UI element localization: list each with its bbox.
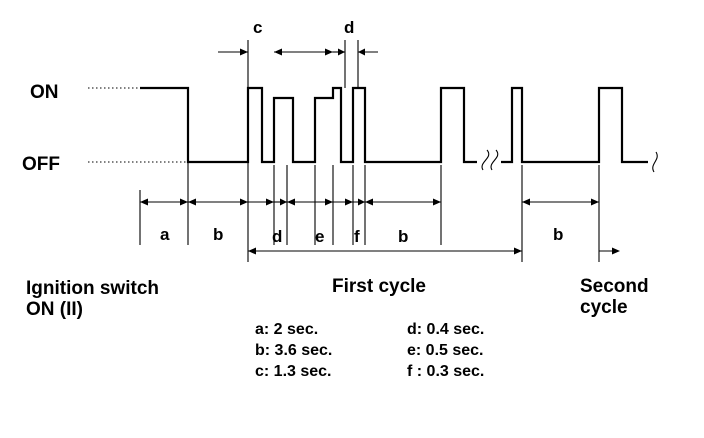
signal-waveform [140,86,477,164]
first-cycle-span [248,247,522,255]
state-label-on: ON [30,82,59,103]
legend-f: f : 0.3 sec. [407,363,484,380]
legend-d: d: 0.4 sec. [407,321,484,338]
segment-label-b-third: b [553,225,563,244]
segment-arrows [140,198,599,206]
duration-legend: a: 2 sec. b: 3.6 sec. c: 1.3 sec. d: 0.4… [255,321,484,380]
segment-label-f: f [354,227,360,246]
legend-a: a: 2 sec. [255,321,318,338]
segment-label-d-bottom: d [272,227,282,246]
end-break-symbol [652,151,658,173]
segment-label-c: c [253,18,262,37]
second-cycle-label-line1: Second [580,276,649,297]
legend-b: b: 3.6 sec. [255,342,332,359]
dimension-d [333,48,378,56]
reference-lines [139,40,600,262]
dimension-c [218,48,333,56]
state-label-off: OFF [22,154,60,175]
segment-label-d-top: d [344,18,354,37]
ignition-label-line2: ON (II) [26,299,83,320]
first-cycle-label: First cycle [332,276,426,297]
second-cycle-label-line2: cycle [580,297,628,318]
segment-label-b-second: b [398,227,408,246]
legend-c: c: 1.3 sec. [255,363,332,380]
segment-label-b-first: b [213,225,223,244]
legend-e: e: 0.5 sec. [407,342,484,359]
signal-waveform-continued [501,86,648,164]
segment-label-a: a [160,225,170,244]
second-cycle-start [599,247,620,255]
break-symbol [481,149,499,171]
segment-label-e: e [315,227,324,246]
ignition-label-line1: Ignition switch [26,278,159,299]
